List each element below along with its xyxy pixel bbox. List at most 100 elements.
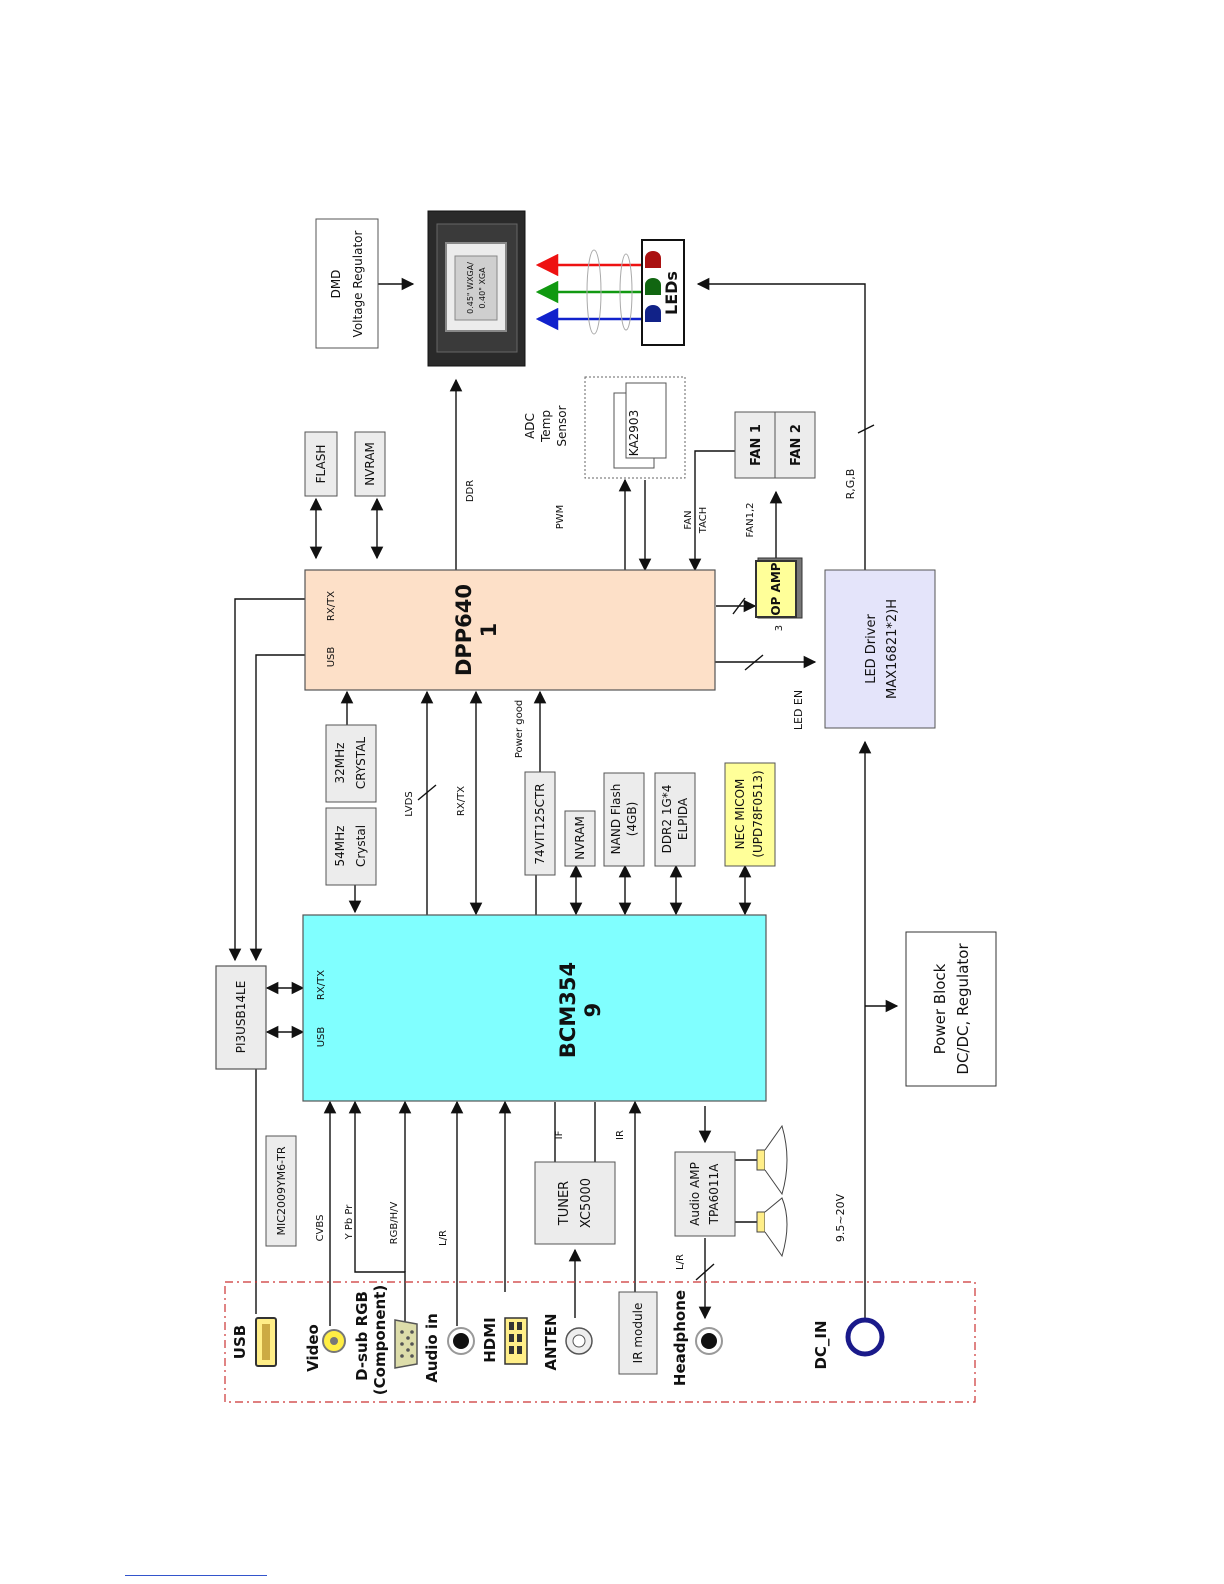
op-amp-chip: OP AMP (755, 557, 803, 619)
svg-text:MAX16821*2)H: MAX16821*2)H (885, 599, 900, 699)
red-led-icon (645, 251, 661, 268)
svg-text:NEC MICOM: NEC MICOM (733, 779, 747, 850)
svg-text:XC5000: XC5000 (579, 1178, 594, 1228)
svg-text:CRYSTAL: CRYSTAL (354, 737, 368, 790)
io-label-video: Video (304, 1324, 322, 1372)
svg-text:ELPIDA: ELPIDA (676, 797, 690, 840)
nvram-bcm-chip: NVRAM (564, 810, 596, 867)
svg-text:Power Block: Power Block (931, 963, 949, 1054)
blue-led-icon (645, 305, 661, 322)
svg-text:LED Driver: LED Driver (864, 614, 879, 684)
speaker-icon (756, 1197, 788, 1258)
svg-text:OP AMP: OP AMP (769, 562, 783, 615)
svg-text:0.40" XGA: 0.40" XGA (478, 267, 487, 309)
svg-text:9: 9 (581, 1003, 605, 1018)
dpp6401-chip: DPP640 1 USB RX/TX (304, 569, 716, 691)
signal-3: 3 (774, 625, 785, 631)
svg-text:NVRAM: NVRAM (573, 816, 587, 860)
mic2009-chip: MIC2009YM6-TR (265, 1135, 297, 1247)
svg-text:NAND Flash: NAND Flash (609, 784, 623, 855)
io-label-dc-in: DC_IN (812, 1320, 830, 1369)
svg-text:74VIT125CTR: 74VIT125CTR (533, 783, 547, 864)
signal-fan12: FAN1,2 (745, 502, 756, 537)
svg-text:KA2903: KA2903 (627, 410, 641, 456)
io-label-dsub: D-sub RGB (353, 1291, 371, 1381)
svg-text:DC/DC, Regulator: DC/DC, Regulator (954, 943, 972, 1075)
lens-1 (586, 249, 602, 335)
dmd-voltage-regulator: DMD Voltage Regulator (315, 218, 379, 349)
svg-text:1: 1 (477, 623, 501, 638)
hdmi-port-icon (504, 1317, 528, 1365)
signal-voltage: 9.5~20V (834, 1193, 847, 1242)
leds-block: LEDs (641, 239, 685, 346)
dc-in-jack-icon (845, 1317, 885, 1357)
signal-lr-in: L/R (438, 1230, 449, 1246)
crystal-32mhz: 32MHz CRYSTAL (325, 724, 377, 803)
svg-text:(4GB): (4GB) (625, 802, 639, 837)
led-driver-chip: LED Driver MAX16821*2)H (824, 569, 936, 729)
nvram-top-chip: NVRAM (354, 431, 386, 497)
green-led-icon (645, 278, 661, 295)
adc-temp-sensor: ADC Temp Sensor KA2903 (523, 376, 686, 479)
svg-text:Voltage Regulator: Voltage Regulator (351, 230, 365, 337)
usb-port-icon (255, 1317, 277, 1367)
flash-chip: FLASH (304, 431, 338, 497)
svg-text:IR module: IR module (631, 1303, 645, 1364)
svg-text:Temp: Temp (539, 410, 553, 443)
signal-fan-tach: FAN (683, 510, 694, 529)
signal-rxtx: RX/TX (456, 786, 467, 816)
lens-2 (619, 253, 633, 331)
svg-text:DPP640: DPP640 (452, 584, 476, 676)
signal-rgb: R,G,B (844, 469, 857, 500)
io-label-headphone: Headphone (671, 1290, 689, 1386)
svg-text:RX/TX: RX/TX (326, 591, 337, 621)
dsub-connector-icon (394, 1319, 418, 1369)
audio-amp-chip: Audio AMP TPA6011A (674, 1151, 736, 1237)
svg-text:PI3USB14LE: PI3USB14LE (234, 981, 248, 1054)
headphone-jack-icon (695, 1327, 723, 1355)
video-jack-icon (322, 1329, 346, 1353)
signal-fan-tach: TACH (698, 507, 709, 535)
svg-text:FAN 1: FAN 1 (749, 424, 764, 466)
svg-text:DDR2 1G*4: DDR2 1G*4 (660, 785, 674, 854)
svg-text:USB: USB (316, 1027, 327, 1048)
fan-block: FAN 1 FAN 2 (734, 411, 816, 479)
signal-led-en: LED EN (792, 690, 805, 730)
tuner-chip: TUNER XC5000 (534, 1161, 616, 1245)
io-label-usb: USB (231, 1325, 249, 1359)
signal-ir: IR (615, 1130, 626, 1140)
io-label-hdmi: HDMI (481, 1317, 499, 1363)
svg-text:FAN 2: FAN 2 (789, 424, 804, 466)
footer-rule (125, 1575, 267, 1576)
buffer-74vit125ctr: 74VIT125CTR (524, 771, 556, 876)
svg-text:(UPD78F0513): (UPD78F0513) (751, 770, 765, 857)
ddr2-chip: DDR2 1G*4 ELPIDA (654, 772, 696, 867)
svg-text:32MHz: 32MHz (333, 743, 347, 784)
svg-text:NVRAM: NVRAM (363, 442, 377, 486)
signal-cvbs: CVBS (315, 1215, 326, 1242)
svg-text:BCM354: BCM354 (556, 962, 580, 1058)
svg-text:LEDs: LEDs (662, 271, 681, 315)
io-label-audio-in: Audio in (423, 1313, 441, 1383)
svg-text:DMD: DMD (329, 270, 343, 299)
svg-text:Sensor: Sensor (555, 405, 569, 446)
svg-text:Crystal: Crystal (354, 825, 368, 867)
antenna-jack-icon (565, 1327, 593, 1355)
nand-flash-chip: NAND Flash (4GB) (603, 772, 645, 867)
pi3usb14le-chip: PI3USB14LE (215, 965, 267, 1070)
io-label-anten: ANTEN (542, 1313, 560, 1370)
ir-module: IR module (618, 1291, 658, 1375)
svg-text:54MHz: 54MHz (333, 826, 347, 867)
svg-text:Audio AMP: Audio AMP (688, 1162, 702, 1226)
dmd-panel: 0.45" WXGA/ 0.40" XGA (427, 210, 526, 367)
signal-lvds: LVDS (404, 791, 415, 816)
svg-text:USB: USB (326, 647, 337, 668)
signal-pwm: PWM (555, 505, 566, 530)
signal-ypbpr: Y Pb Pr (344, 1204, 355, 1241)
signal-rgbhv: RGB/H/V (389, 1202, 400, 1245)
signal-lr-out: L/R (675, 1254, 686, 1270)
power-block: Power Block DC/DC, Regulator (905, 931, 997, 1087)
io-label-component: (Component) (371, 1285, 389, 1395)
speaker-icon (756, 1124, 788, 1196)
